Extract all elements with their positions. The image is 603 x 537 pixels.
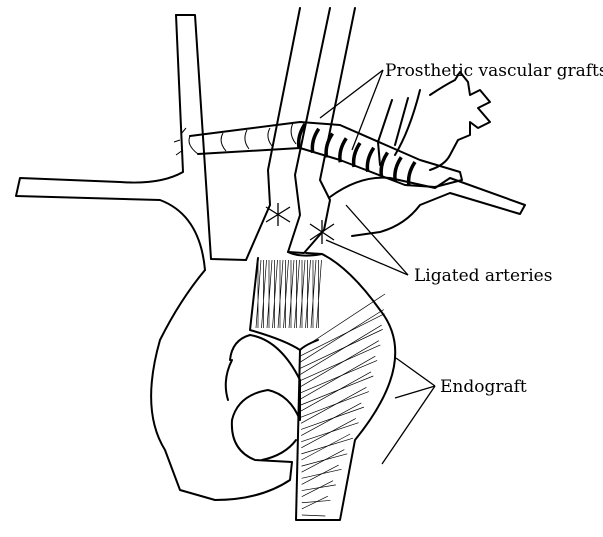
stent-strut xyxy=(300,260,305,328)
stent-strut xyxy=(302,450,345,473)
label-prosthetic-vascular-grafts: Prosthetic vascular grafts xyxy=(385,61,603,81)
stent-strut xyxy=(289,260,294,328)
endograft-stent-struts xyxy=(256,260,385,516)
stent-strut xyxy=(267,260,272,328)
stent-strut xyxy=(302,515,325,516)
stent-strut xyxy=(284,260,289,328)
graft-ring xyxy=(354,143,360,167)
stent-strut xyxy=(302,465,339,484)
stent-strut xyxy=(311,260,316,328)
stent-strut xyxy=(301,341,379,387)
stent-strut xyxy=(317,260,322,328)
stent-strut xyxy=(301,434,350,460)
stent-strut xyxy=(295,260,300,328)
stent-strut xyxy=(302,481,333,497)
stent-strut xyxy=(262,260,267,328)
graft-ring xyxy=(395,157,401,181)
ligation-mark-right xyxy=(310,220,334,244)
left-vessel-upper xyxy=(16,15,246,270)
stent-strut xyxy=(273,260,278,328)
stent-strut xyxy=(301,403,361,436)
label-endograft: Endograft xyxy=(440,377,527,397)
stent-strut xyxy=(306,260,311,328)
label-ligated-arteries: Ligated arteries xyxy=(414,266,552,286)
right-vessels xyxy=(330,72,525,236)
graft-ring xyxy=(381,153,387,177)
stent-strut xyxy=(278,260,283,328)
graft-ring xyxy=(326,134,332,158)
stent-strut xyxy=(301,418,356,447)
graft-ring xyxy=(340,138,346,162)
graft-ring xyxy=(312,129,318,153)
graft-ring xyxy=(367,148,373,172)
ascending-aorta xyxy=(151,270,300,500)
